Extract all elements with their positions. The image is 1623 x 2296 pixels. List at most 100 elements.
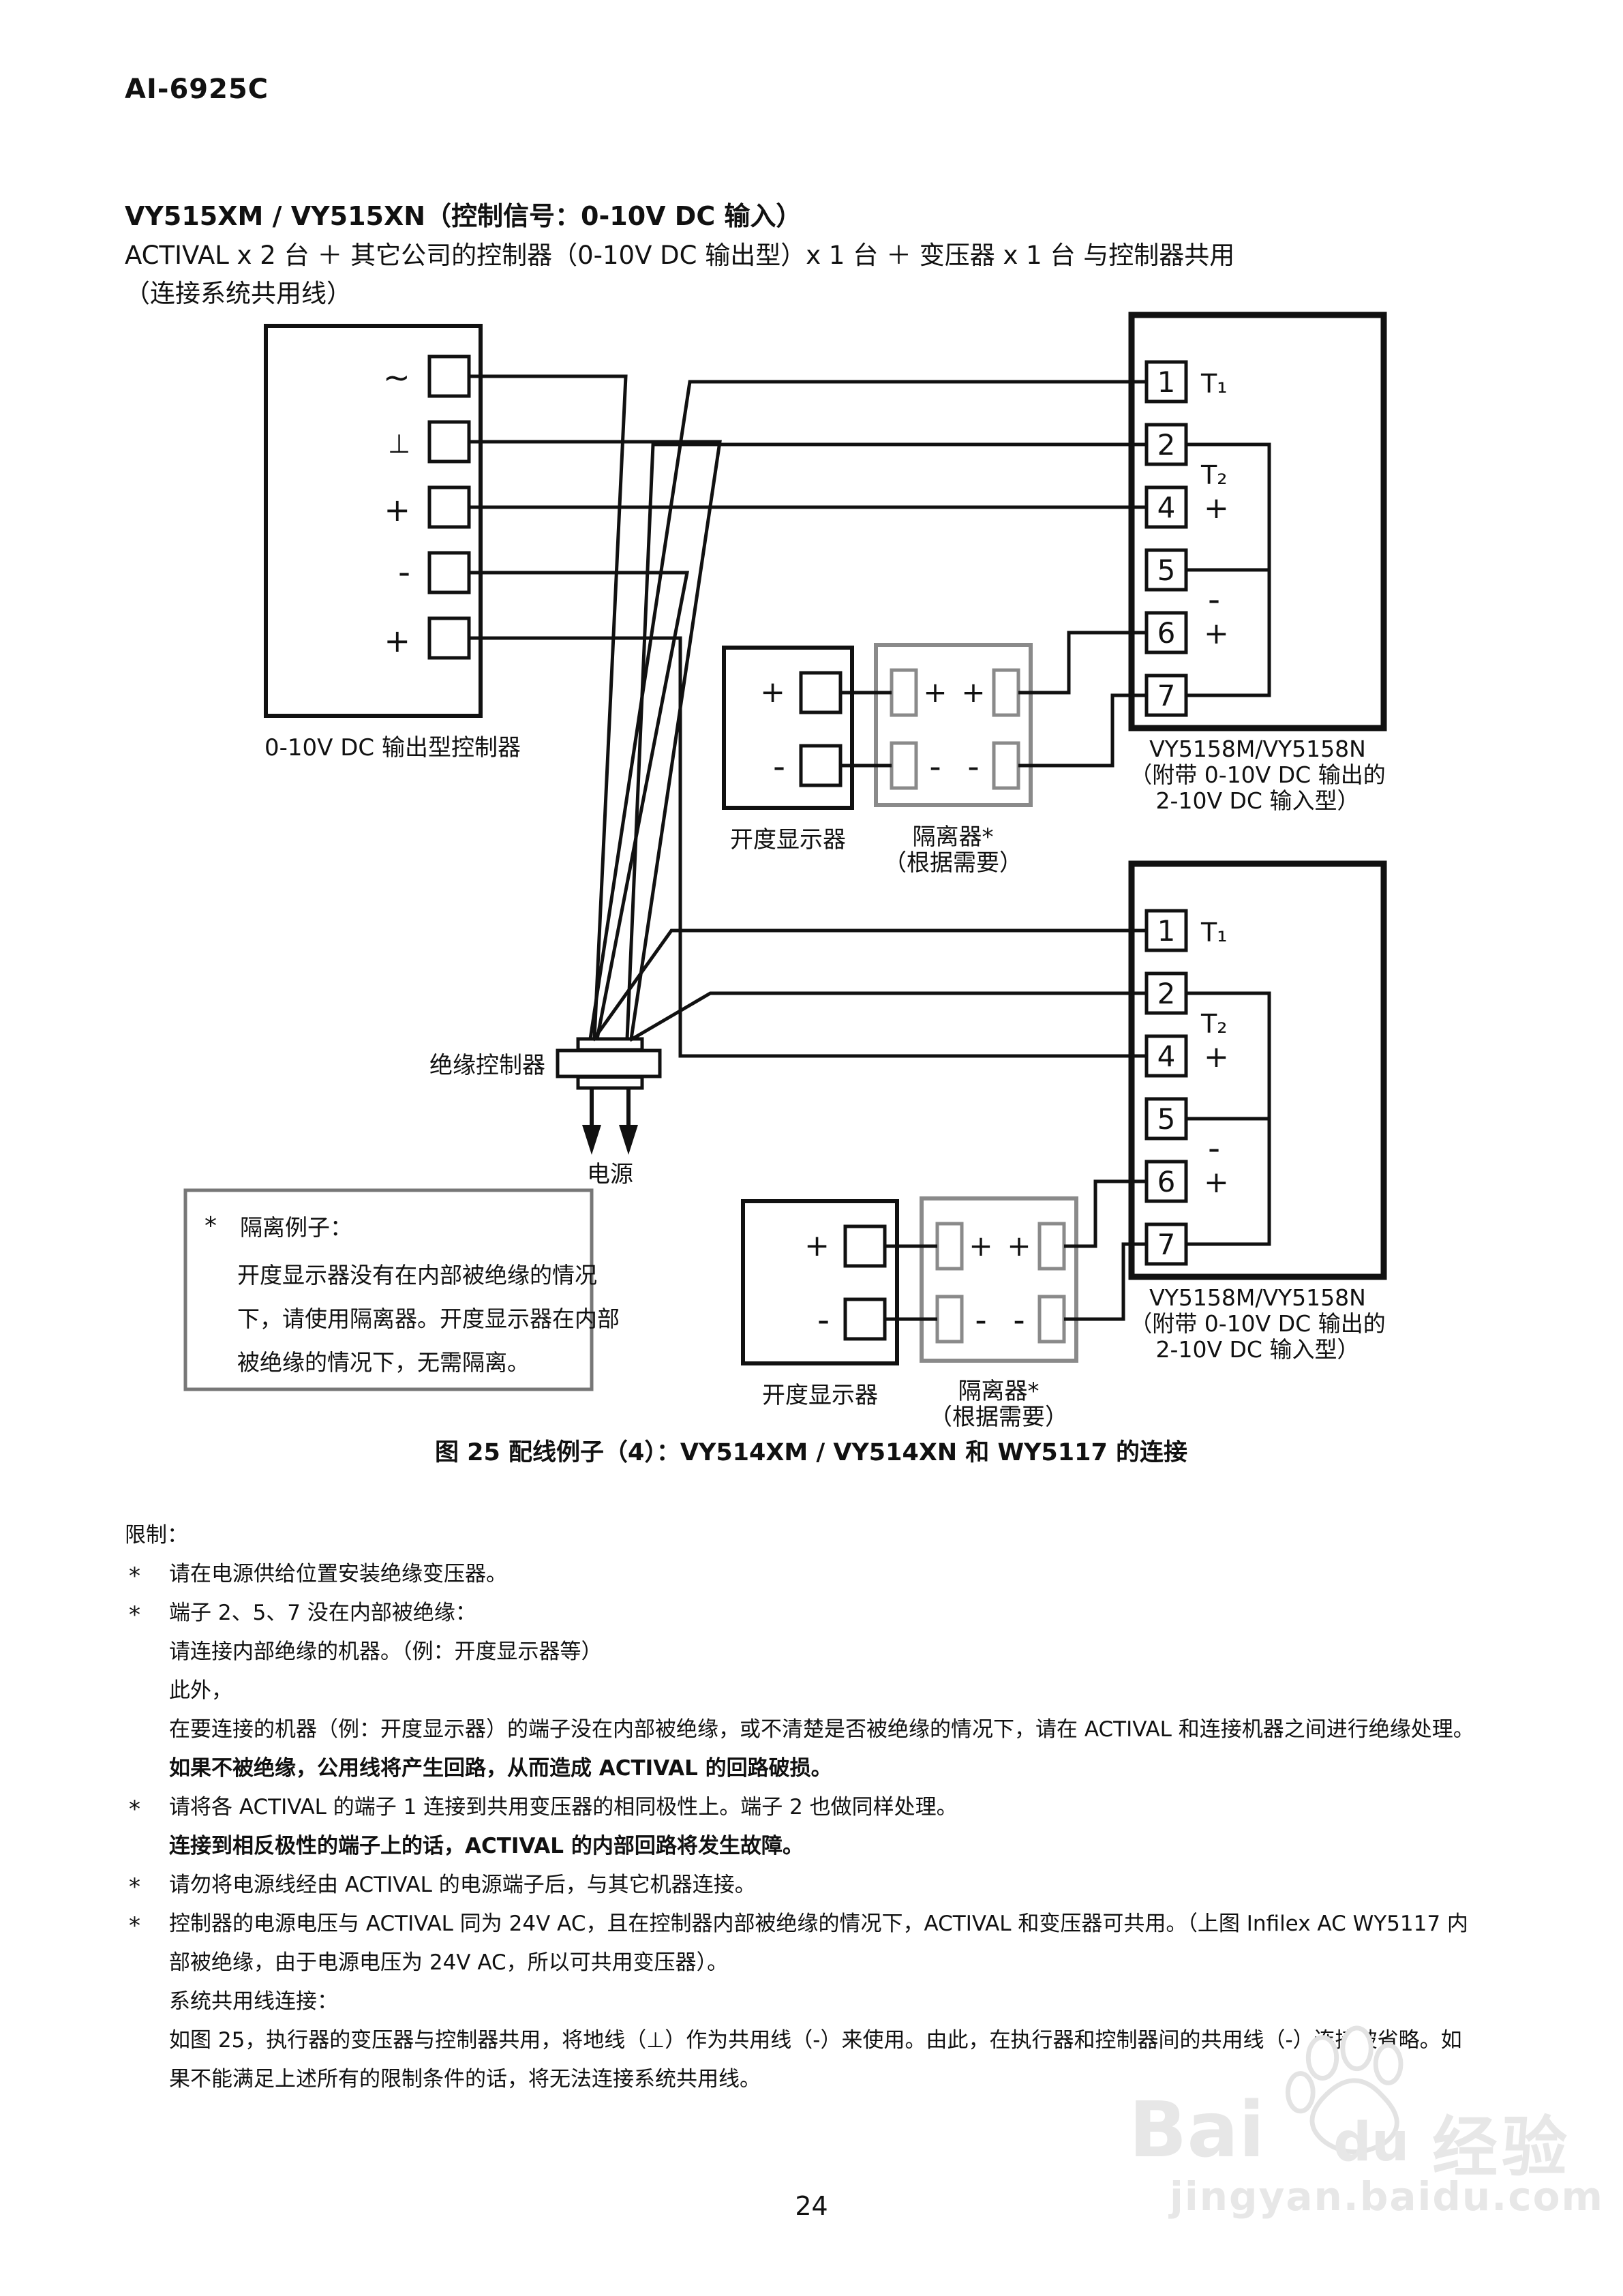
polarity-minus: - xyxy=(929,748,941,786)
bullet-asterisk: * xyxy=(129,1601,140,1629)
terminal-label-plus: + xyxy=(384,492,410,528)
terminal-square xyxy=(1144,611,1188,654)
terminal-number: 5 xyxy=(1157,554,1176,587)
wire-actival1-t1-to-transformer xyxy=(588,380,1147,1040)
terminal-square xyxy=(799,744,843,787)
restriction-text: 部被绝缘，由于电源电压为 24V AC，所以可共用变压器）。 xyxy=(169,1950,729,1975)
restriction-text: 控制器的电源电压与 ACTIVAL 同为 24V AC，且在控制器内部被绝缘的情… xyxy=(169,1912,1468,1936)
note-line: 开度显示器没有在内部被绝缘的情况 xyxy=(237,1262,597,1288)
restriction-line: * 端子 2、5、7 没在内部被绝缘： xyxy=(125,1594,1597,1633)
polarity-plus: + xyxy=(1007,1229,1031,1263)
wiring-diagram: ~ ⊥ + - + 0-10V DC 输出型控制器 1 2 4 5 6 7 T₁… xyxy=(183,312,1387,1466)
internal-common-bracket xyxy=(1186,442,1271,697)
controller-label: 0-10V DC 输出型控制器 xyxy=(264,734,521,761)
actival2-group: 1 2 4 5 6 7 T₁ T₂ + - + - VY5158M/VY5158… xyxy=(1128,860,1387,1363)
terminal-number: 6 xyxy=(1157,1165,1176,1198)
restriction-text: 如图 25，执行器的变压器与控制器共用，将地线（⊥）作为共用线（-）来使用。由此… xyxy=(169,2028,1462,2053)
power-label: 电源 xyxy=(587,1161,633,1188)
restriction-line: *请将各 ACTIVAL 的端子 1 连接到共用变压器的相同极性上。端子 2 也… xyxy=(125,1788,1597,1827)
terminal-slot xyxy=(992,741,1020,790)
watermark-logo: Bai du 经验 xyxy=(1129,2025,1606,2186)
polarity-minus: - xyxy=(975,1301,986,1340)
t2-label: T₂ xyxy=(1200,1009,1227,1039)
polarity-minus: - xyxy=(773,746,785,786)
restriction-text: 系统共用线连接： xyxy=(169,1989,338,2014)
terminal-slot xyxy=(1037,1222,1066,1271)
transformer-group: 绝缘控制器 电源 xyxy=(429,1037,662,1188)
restriction-text: 如果不被绝缘，公用线将产生回路，从而造成 ACTIVAL 的回路破损。 xyxy=(169,1756,832,1781)
display1-group: + - 开度显示器 xyxy=(722,646,854,854)
display2-box xyxy=(741,1199,899,1365)
restriction-line: *请在电源供给位置安装绝缘变压器。 xyxy=(125,1555,1597,1594)
t2-label: T₂ xyxy=(1200,460,1227,490)
terminal-slot xyxy=(1037,1295,1066,1344)
display2-label: 开度显示器 xyxy=(762,1382,878,1409)
watermark-text-du: du xyxy=(1333,2112,1410,2173)
terminal-label-ac: ~ xyxy=(383,359,410,397)
isolator2-label2: （根据需要） xyxy=(929,1404,1068,1431)
polarity-plus: + xyxy=(1204,1040,1229,1074)
terminal-square xyxy=(427,616,471,660)
note-box-group: * 隔离例子： 开度显示器没有在内部被绝缘的情况 下，请使用隔离器。开度显示器在… xyxy=(183,1188,620,1391)
polarity-plus: + xyxy=(1204,1165,1229,1200)
wire-ground-to-transformer xyxy=(469,440,722,1040)
terminal-number: 1 xyxy=(1157,914,1176,948)
display2-group: + - 开度显示器 xyxy=(741,1199,899,1409)
watermark-text-cn: 经验 xyxy=(1432,2109,1571,2186)
terminal-square xyxy=(799,671,843,714)
terminal-square xyxy=(1144,971,1188,1015)
wire-actival2-t2-to-transformer xyxy=(628,991,1147,1042)
watermark-text-bai: Bai xyxy=(1129,2086,1265,2175)
restriction-text: 请勿将电源线经由 ACTIVAL 的电源端子后，与其它机器连接。 xyxy=(169,1873,756,1897)
terminal-label-ground: ⊥ xyxy=(388,429,410,459)
terminal-slot xyxy=(992,668,1020,717)
note-line: 下，请使用隔离器。开度显示器在内部 xyxy=(237,1305,620,1332)
wire-actival2-t1-to-transformer xyxy=(591,928,1147,1042)
isolator2-group: + + - - 隔离器* （根据需要） xyxy=(920,1196,1078,1431)
restriction-text: 端子 2、5、7 没在内部被绝缘： xyxy=(169,1601,476,1625)
isolator1-label: 隔离器* xyxy=(913,824,994,851)
wire-actival1-t2-to-transformer xyxy=(625,442,1147,1040)
note-line: 被绝缘的情况下，无需隔离。 xyxy=(237,1349,530,1376)
terminal-number: 5 xyxy=(1157,1102,1176,1136)
isolator2-box xyxy=(920,1196,1078,1363)
isolator1-group: + + - - 隔离器* （根据需要） xyxy=(874,643,1033,877)
heading-line2: ACTIVAL x 2 台 ＋ 其它公司的控制器（0-10V DC 输出型）x … xyxy=(125,241,1235,270)
bullet-asterisk: * xyxy=(129,1562,140,1590)
isolator1-label2: （根据需要） xyxy=(883,849,1022,877)
internal-common-bracket xyxy=(1186,991,1271,1246)
polarity-plus: + xyxy=(961,676,985,709)
polarity-minus: - xyxy=(817,1300,830,1340)
polarity-plus: + xyxy=(923,676,947,709)
polarity-plus: + xyxy=(1204,616,1229,651)
terminal-label-minus: - xyxy=(398,552,410,592)
bullet-asterisk: * xyxy=(129,1796,140,1823)
restriction-line: 部被绝缘，由于电源电压为 24V AC，所以可共用变压器）。 xyxy=(125,1944,1597,1982)
restriction-text: 果不能满足上述所有的限制条件的话，将无法连接系统共用线。 xyxy=(169,2067,761,2091)
wire-plus-to-actival2-t4 xyxy=(469,636,1147,1058)
wire-isolator2-to-t6 xyxy=(1064,1179,1147,1248)
display1-box xyxy=(722,646,854,810)
polarity-minus: - xyxy=(1208,1128,1220,1168)
restriction-text: 在要连接的机器（例：开度显示器）的端子没在内部被绝缘，或不清楚是否被绝缘的情况下… xyxy=(169,1717,1474,1742)
wire-ac-to-transformer xyxy=(469,374,628,1040)
power-arrow-stem xyxy=(590,1088,631,1126)
polarity-minus: - xyxy=(1013,1301,1025,1340)
t1-label: T₁ xyxy=(1200,918,1227,948)
restriction-line: 连接到相反极性的端子上的话，ACTIVAL 的内部回路将发生故障。 xyxy=(125,1827,1597,1866)
watermark-url: jingyan.baidu.com xyxy=(1170,2173,1604,2220)
terminal-square xyxy=(1144,423,1188,466)
polarity-plus: + xyxy=(969,1229,992,1263)
restriction-line: 请连接内部绝缘的机器。（例：开度显示器等） xyxy=(125,1633,1597,1672)
actival2-box xyxy=(1128,860,1387,1280)
terminal-number: 4 xyxy=(1157,491,1176,524)
bullet-asterisk: * xyxy=(129,1873,140,1901)
controller-box-group: ~ ⊥ + - + 0-10V DC 输出型控制器 xyxy=(264,324,521,761)
isolator1-box xyxy=(874,643,1033,807)
wire-isolator2-to-t7 xyxy=(1064,1242,1147,1321)
terminal-slot xyxy=(935,1222,964,1271)
restriction-line: 在要连接的机器（例：开度显示器）的端子没在内部被绝缘，或不清楚是否被绝缘的情况下… xyxy=(125,1710,1597,1749)
actival2-desc: （附带 0-10V DC 输出的 xyxy=(1129,1310,1385,1337)
page-number: 24 xyxy=(795,2191,828,2221)
